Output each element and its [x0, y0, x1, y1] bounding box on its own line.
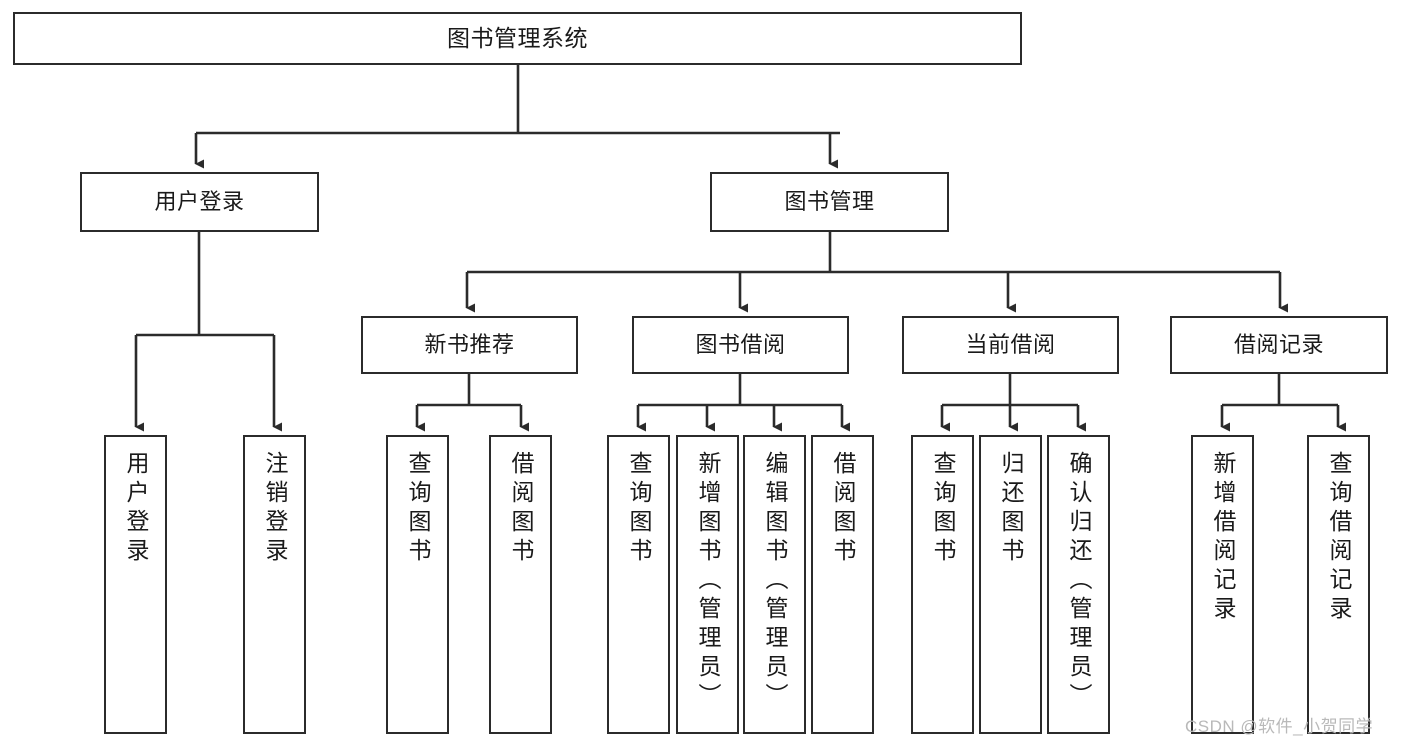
leaf-borrow-books[interactable]: 借阅图书: [811, 435, 874, 734]
node-book-borrowing[interactable]: 图书借阅: [632, 316, 849, 374]
node-label: 用户登录: [154, 189, 245, 215]
node-label: 查询图书: [405, 451, 431, 567]
node-label: 借阅图书: [508, 451, 534, 567]
leaf-add-borrow-record[interactable]: 新增借阅记录: [1191, 435, 1254, 734]
node-current-borrowing[interactable]: 当前借阅: [902, 316, 1119, 374]
node-label: 图书借阅: [695, 332, 786, 358]
node-label: 当前借阅: [965, 332, 1056, 358]
node-book-management[interactable]: 图书管理: [710, 172, 949, 232]
leaf-borrow-books-newbook[interactable]: 借阅图书: [489, 435, 552, 734]
leaf-logout[interactable]: 注销登录: [243, 435, 306, 734]
node-label: 新书推荐: [424, 332, 515, 358]
leaf-user-login[interactable]: 用户登录: [104, 435, 167, 734]
node-user-login[interactable]: 用户登录: [80, 172, 319, 232]
leaf-confirm-return-admin[interactable]: 确认归还（管理员）: [1047, 435, 1110, 734]
node-label: 新增图书（管理员）: [695, 451, 721, 712]
leaf-edit-book-admin[interactable]: 编辑图书（管理员）: [743, 435, 806, 734]
node-label: 查询图书: [626, 451, 652, 567]
leaf-return-books[interactable]: 归还图书: [979, 435, 1042, 734]
node-label: 图书管理系统: [447, 24, 588, 51]
node-label: 图书管理: [784, 189, 875, 215]
node-label: 用户登录: [123, 451, 149, 567]
node-label: 查询借阅记录: [1326, 451, 1352, 625]
node-label: 查询图书: [930, 451, 956, 567]
leaf-query-books-borrow[interactable]: 查询图书: [607, 435, 670, 734]
node-label: 编辑图书（管理员）: [762, 451, 788, 712]
node-label: 确认归还（管理员）: [1066, 451, 1092, 712]
node-book-management-system[interactable]: 图书管理系统: [13, 12, 1022, 65]
leaf-query-books-newbook[interactable]: 查询图书: [386, 435, 449, 734]
node-label: 归还图书: [998, 451, 1024, 567]
leaf-add-book-admin[interactable]: 新增图书（管理员）: [676, 435, 739, 734]
leaf-query-borrow-record[interactable]: 查询借阅记录: [1307, 435, 1370, 734]
node-label: 借阅记录: [1233, 332, 1324, 358]
node-new-book-recommendation[interactable]: 新书推荐: [361, 316, 578, 374]
node-label: 借阅图书: [830, 451, 856, 567]
node-label: 新增借阅记录: [1210, 451, 1236, 625]
leaf-query-books-current[interactable]: 查询图书: [911, 435, 974, 734]
csdn-watermark: CSDN @软件_小贺同学: [1185, 717, 1374, 736]
node-borrowing-records[interactable]: 借阅记录: [1170, 316, 1388, 374]
node-label: 注销登录: [262, 451, 288, 567]
